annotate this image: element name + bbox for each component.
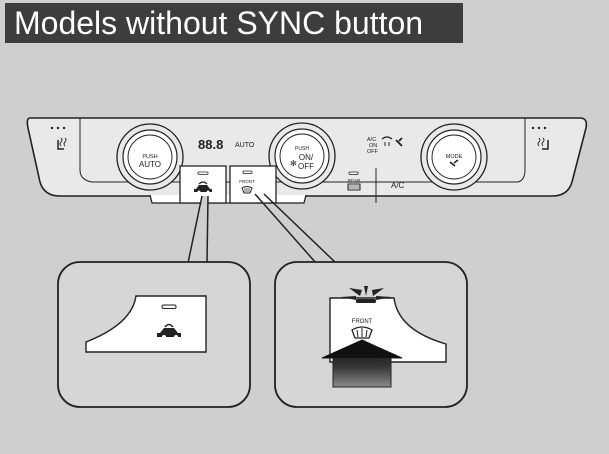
left-knob-push-label: PUSH bbox=[142, 154, 157, 160]
indicator-light-icon bbox=[341, 286, 392, 303]
left-knob-auto-label: AUTO bbox=[139, 160, 161, 169]
mode-knob-label: MODE bbox=[446, 154, 463, 160]
right-seat-heater-button[interactable] bbox=[531, 126, 549, 150]
indicator-light-icon bbox=[348, 171, 359, 175]
front-defrost-icon bbox=[351, 326, 373, 339]
center-knob-on-label: ON/ bbox=[299, 153, 314, 162]
section-title: Models without SYNC button bbox=[5, 3, 463, 43]
defrost-airflow-icon bbox=[381, 136, 403, 147]
indicator-light-icon bbox=[197, 171, 209, 175]
ac-button[interactable]: A/C bbox=[391, 181, 405, 190]
front-defrost-label: FRONT bbox=[239, 179, 255, 184]
fan-icon: ✻ bbox=[290, 159, 297, 168]
indicator-light-icon bbox=[161, 304, 177, 309]
seat-heater-icon bbox=[57, 137, 67, 150]
press-arrow-icon bbox=[321, 339, 403, 388]
seat-heater-icon bbox=[537, 137, 549, 150]
recirculation-car-icon bbox=[157, 323, 181, 339]
ac-label-top: A/C bbox=[367, 137, 376, 143]
left-temp-knob[interactable]: PUSH AUTO bbox=[116, 123, 184, 191]
callout-connectors bbox=[187, 193, 337, 264]
center-knob-off-label: OFF bbox=[298, 162, 314, 171]
rear-defrost-icon bbox=[347, 183, 361, 191]
fan-power-knob[interactable]: PUSH ON/ OFF ✻ bbox=[268, 122, 336, 190]
left-seat-heater-button[interactable] bbox=[50, 126, 67, 150]
indicator-light-icon bbox=[242, 170, 253, 174]
ac-off-label: OFF bbox=[367, 149, 379, 155]
center-knob-push-label: PUSH bbox=[295, 146, 309, 152]
mode-airflow-icon bbox=[449, 159, 459, 167]
ac-on-label: ON bbox=[369, 143, 377, 149]
callout-front-defrost-label: FRONT bbox=[352, 319, 373, 325]
rear-defrost-label: REAR bbox=[348, 178, 361, 183]
auto-indicator: AUTO bbox=[235, 142, 255, 149]
front-defrost-callout: FRONT bbox=[274, 261, 468, 408]
recirculation-callout bbox=[57, 261, 251, 408]
temperature-readout: 88.8 bbox=[198, 137, 223, 152]
rear-defrost-button[interactable]: REAR bbox=[347, 171, 361, 191]
recirculation-car-icon bbox=[194, 181, 212, 194]
mode-knob[interactable]: MODE bbox=[420, 123, 488, 191]
front-defrost-button[interactable]: FRONT bbox=[229, 165, 277, 204]
front-defrost-icon bbox=[241, 186, 253, 194]
